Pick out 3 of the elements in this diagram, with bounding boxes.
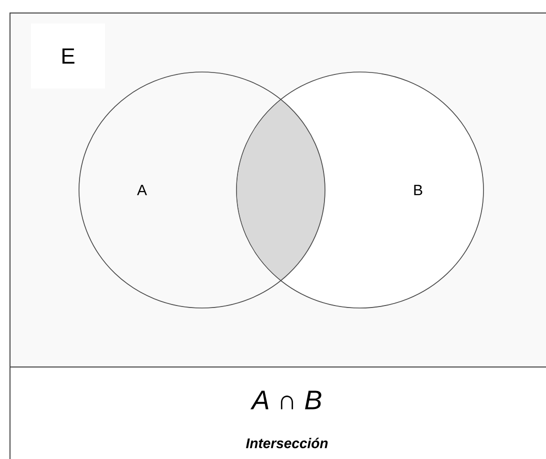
caption-text: Intersección [246, 438, 328, 448]
set-expression: A ∩ B [250, 390, 322, 410]
set-label: E [31, 24, 105, 88]
